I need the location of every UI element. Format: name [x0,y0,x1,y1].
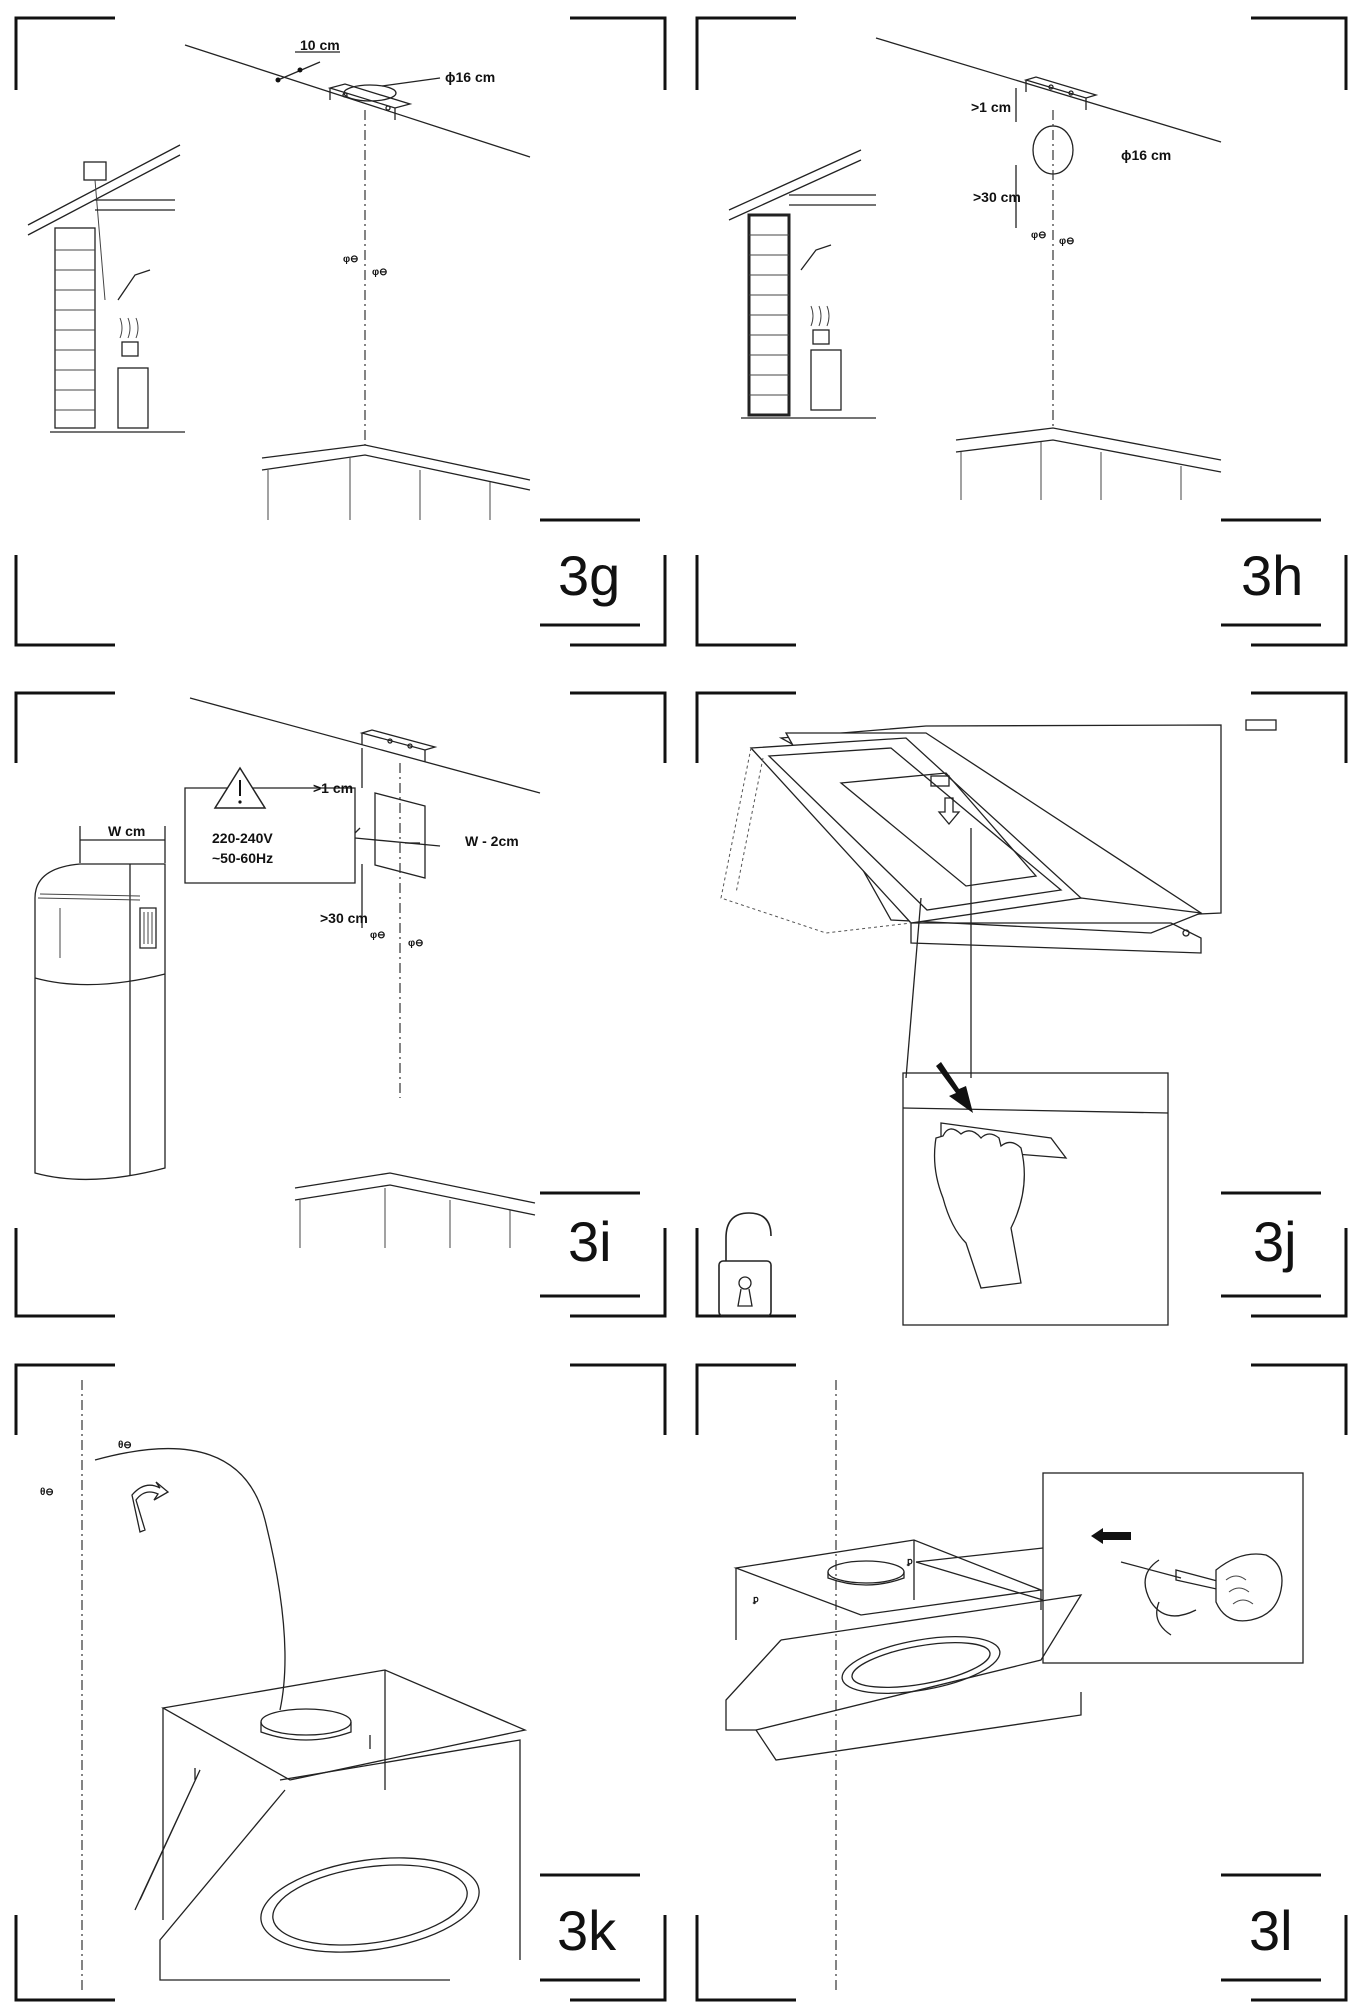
dim-height: >30 cm [320,910,368,926]
house-illustration [728,149,876,419]
step-label: 3i [568,1210,612,1273]
kitchen-cabinets [261,444,531,520]
house-illustration [27,144,185,433]
corner-bottom-right [570,555,667,647]
screw-mark-2: θ⊖ [118,1440,132,1451]
electrical-plate [374,792,426,879]
panel-3k: θ⊖ θ⊖ 3k [0,1340,681,2012]
corner-top-right [570,16,667,90]
screw-mark: φ⊖ [370,930,386,941]
dim-gap: >1 cm [313,780,353,796]
corner-bottom-right [1251,555,1348,647]
screw-mark-2: φ⊖ [372,267,388,278]
corner-bottom-right [570,1915,667,2002]
ceiling-bracket [327,83,413,120]
detail-inset [1042,1472,1304,1664]
corner-top-left [14,691,115,763]
push-arrow-icon [1091,1528,1131,1544]
hand-pressing-illustration [902,1062,1169,1289]
ceiling-line [184,44,531,158]
voltage-label: 220-240V [212,830,273,846]
corner-bottom-left [695,555,796,647]
dim-width: W cm [108,823,145,839]
step-label: 3j [1253,1210,1297,1273]
push-arrow-icon [936,1062,973,1113]
screw-mark: φ⊖ [343,254,359,265]
corner-bottom-left [14,555,115,647]
dim-diameter: ϕ16 cm [1121,147,1171,163]
warning-box [184,766,361,884]
frequency-label: ~50-60Hz [212,850,273,866]
panel-3g: φ⊖ φ⊖ 10 cm ϕ16 cm 3g [0,0,681,660]
dim-height: >30 cm [973,189,1021,205]
screw-mark: ꝑ [752,1594,759,1605]
corner-top-right [1251,691,1348,763]
step-label: 3h [1241,544,1304,607]
corner-top-left [695,16,796,90]
panel-3h-drawing: φ⊖ φ⊖ >1 cm ϕ16 cm >30 cm [695,16,1348,647]
dim-spacing: 10 cm [300,37,340,53]
panel-3k-drawing: θ⊖ θ⊖ [14,1363,667,2002]
push-arrow-icon [937,797,961,826]
hood-body [749,719,1277,954]
dim-gap: >1 cm [971,99,1011,115]
dim-diameter: ϕ16 cm [445,69,495,85]
panel-3h: φ⊖ φ⊖ >1 cm ϕ16 cm >30 cm 3h [681,0,1362,660]
corner-bottom-left [14,1228,115,1318]
panel-3j: 3j [681,668,1362,1333]
detail-inset [902,1072,1169,1326]
ceiling-bracket [359,729,438,762]
screwdriver-icon [1120,1553,1283,1622]
corner-top-left [695,691,796,763]
screw-mark: φ⊖ [1031,230,1047,241]
rotate-arrow-icon [131,1481,170,1533]
screw-mark-2: ꝑ [906,1556,913,1567]
panel-3j-drawing [695,691,1348,1326]
corner-bottom-right [1251,1915,1348,2002]
corner-top-right [570,691,667,763]
hood-body [134,1669,528,1981]
panel-3i-drawing: φ⊖ φ⊖ W cm >1 cm 220-240V ~50-60Hz W - 2… [14,691,667,1318]
screw-mark-2: φ⊖ [408,938,424,949]
step-label: 3k [557,1899,617,1962]
rotate-arrow-icon [1144,1559,1197,1636]
corner-top-right [570,1363,667,1435]
hood-body: ꝑ ꝑ [725,1539,1083,1761]
ceiling-bracket [1023,76,1099,110]
panel-3i: φ⊖ φ⊖ W cm >1 cm 220-240V ~50-60Hz W - 2… [0,668,681,1333]
hood-chimney [34,863,166,1181]
corner-top-left [695,1363,796,1435]
corner-bottom-right [570,1228,667,1318]
corner-top-right [1251,1363,1348,1435]
corner-bottom-left [695,1228,796,1318]
corner-bottom-right [1251,1228,1348,1318]
ceiling-line [189,697,541,794]
corner-top-left [14,16,115,90]
kitchen-cabinets [955,427,1222,500]
open-panel-outline [720,747,912,934]
corner-top-left [14,1363,115,1435]
padlock-unlocked-icon [718,1212,772,1317]
dim-plate-width: W - 2cm [465,833,519,849]
corner-bottom-left [14,1915,115,2002]
step-label: 3l [1249,1899,1293,1962]
panel-3l-drawing: ꝑ ꝑ [695,1363,1348,2002]
kitchen-cabinets [294,1172,536,1248]
screw-mark-2: φ⊖ [1059,236,1075,247]
step-label: 3g [558,544,621,607]
lift-path [94,1448,286,1711]
screw-mark: θ⊖ [40,1487,54,1498]
ceiling-line [875,37,1222,143]
panel-3l: ꝑ ꝑ 3l [681,1340,1362,2012]
corner-bottom-left [695,1915,796,2002]
corner-top-right [1251,16,1348,90]
panel-3g-drawing: φ⊖ φ⊖ 10 cm ϕ16 cm [14,16,667,647]
